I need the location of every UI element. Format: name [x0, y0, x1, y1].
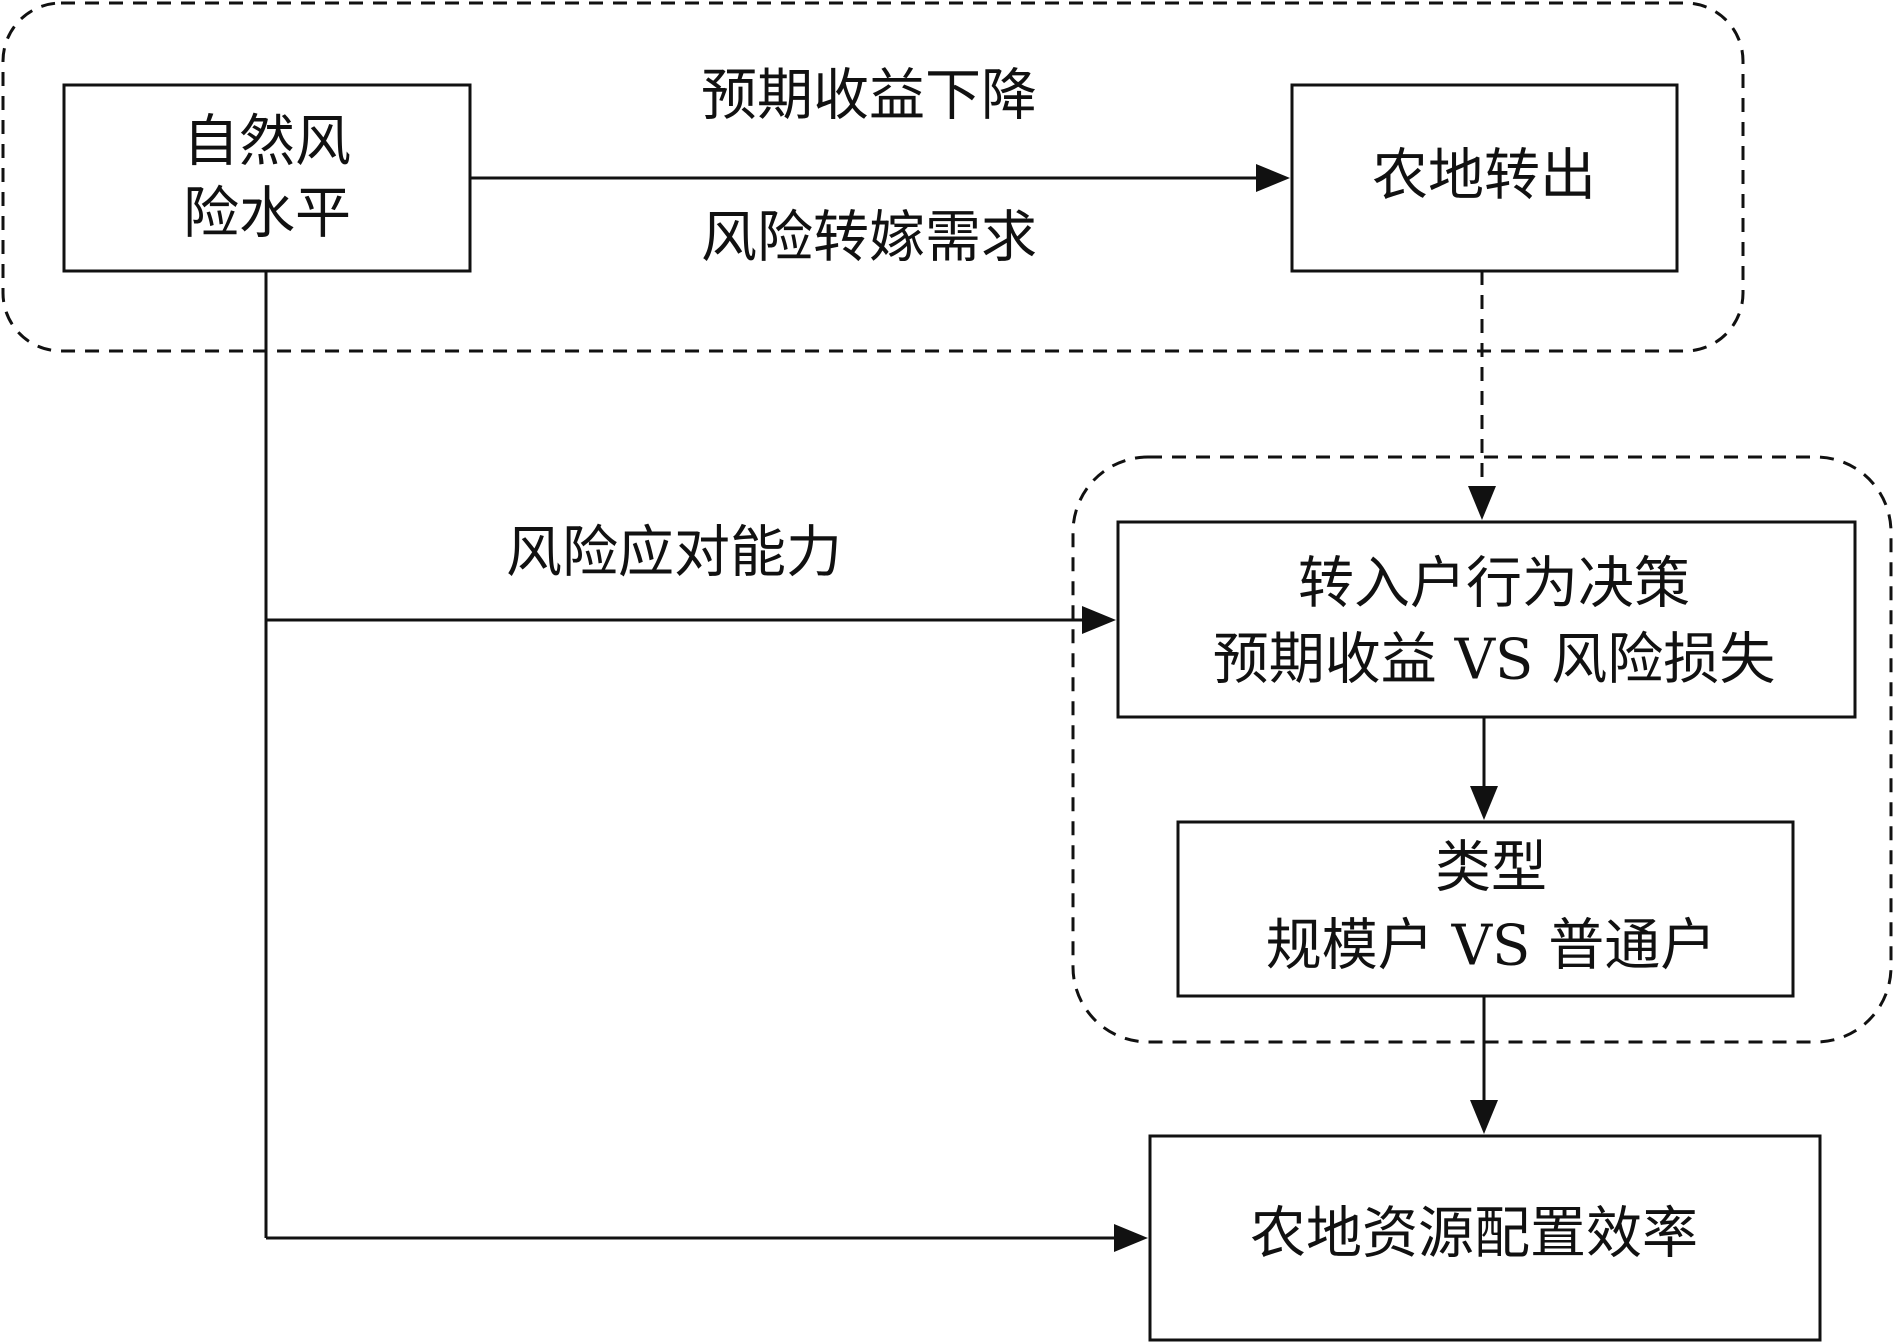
- node-natural-risk-line-2: 险水平: [183, 182, 351, 247]
- arrowhead-type: [1470, 786, 1498, 820]
- arrowhead-decision-top: [1468, 486, 1496, 520]
- node-natural-risk: 自然风 险水平: [62, 83, 472, 273]
- arrowhead-decision-left: [1082, 606, 1116, 634]
- node-transferee-decision: 转入户行为决策 预期收益 VS 风险损失: [1116, 520, 1857, 719]
- node-farmland-transfer-out: 农地转出: [1290, 83, 1679, 273]
- edge-label-risk-transfer-demand: 风险转嫁需求: [701, 206, 1037, 271]
- node-farmland-transfer-out-label: 农地转出: [1372, 144, 1596, 209]
- node-transferee-decision-line-2: 预期收益 VS 风险损失: [1213, 628, 1775, 693]
- arrowhead-transfer-out: [1256, 164, 1290, 192]
- edge-label-expected-income-decline: 预期收益下降: [701, 64, 1037, 129]
- node-type-line-1: 类型: [1435, 836, 1547, 901]
- right-group-boundary: [1071, 455, 1893, 1044]
- node-type: 类型 规模户 VS 普通户: [1176, 820, 1795, 998]
- node-type-line-2: 规模户 VS 普通户: [1266, 914, 1716, 979]
- top-group-boundary: [1, 1, 1745, 353]
- arrowhead-efficiency-top: [1470, 1100, 1498, 1134]
- arrowhead-efficiency-left: [1114, 1224, 1148, 1252]
- edge-label-risk-coping-capacity: 风险应对能力: [506, 521, 842, 586]
- node-allocation-efficiency: 农地资源配置效率: [1148, 1134, 1822, 1342]
- node-allocation-efficiency-label: 农地资源配置效率: [1250, 1202, 1698, 1267]
- node-transferee-decision-line-1: 转入户行为决策: [1298, 552, 1690, 617]
- node-natural-risk-line-1: 自然风: [183, 110, 351, 175]
